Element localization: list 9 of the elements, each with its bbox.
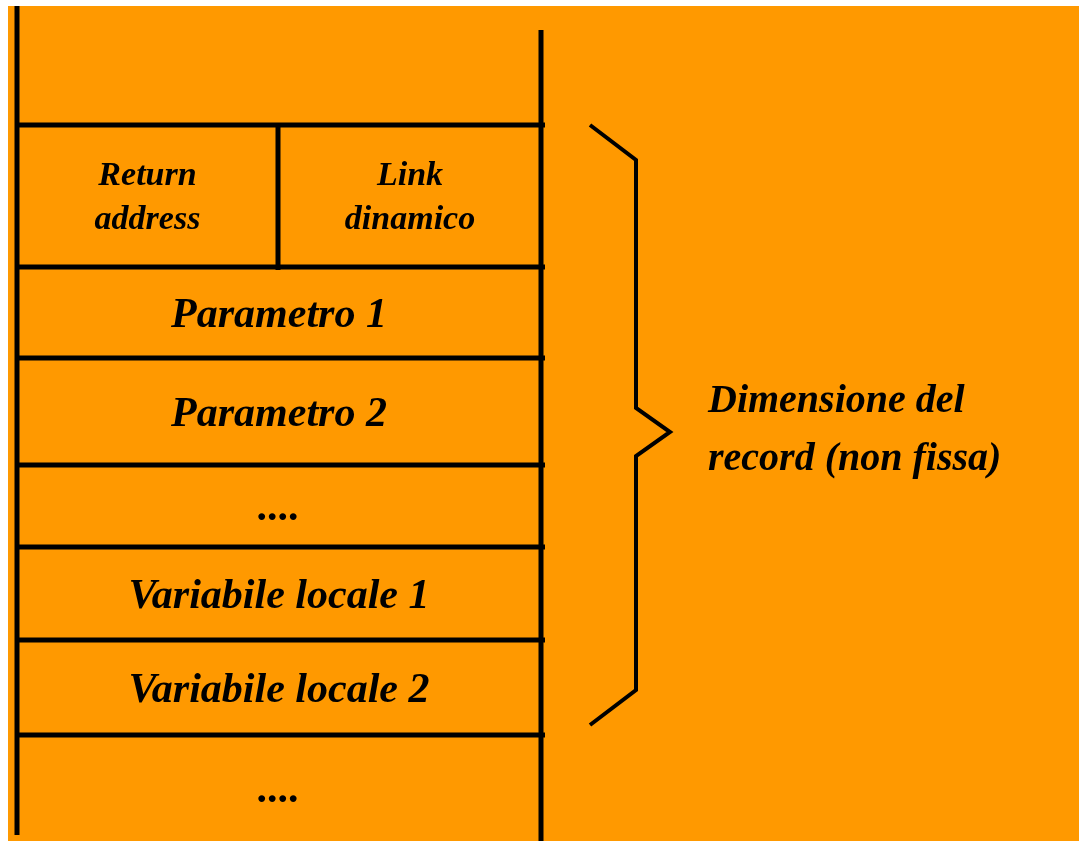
stack-slot: Variabile locale 1: [20, 550, 538, 637]
stack-slot: Parametro 2: [20, 361, 538, 462]
stack-slot: ....: [20, 468, 538, 544]
stack-slot: Link dinamico: [322, 128, 498, 264]
brace-label: Dimensione del record (non fissa): [708, 375, 1003, 481]
stack-slot: Parametro 1: [20, 270, 538, 355]
stack-slot: Variabile locale 2: [20, 643, 538, 732]
stack-slot: Return address: [60, 128, 235, 264]
stack-slot: ....: [20, 738, 538, 838]
